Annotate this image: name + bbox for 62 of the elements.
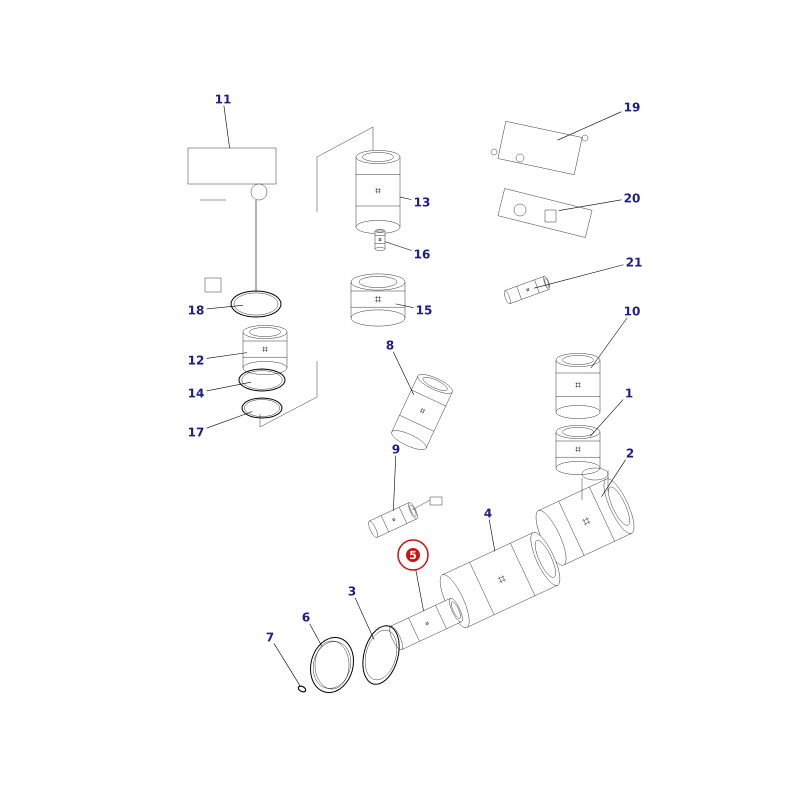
callout-number: 21 — [626, 258, 642, 266]
valve-drawing — [556, 425, 600, 475]
leader-line — [590, 399, 624, 437]
callout-number: 20 — [624, 193, 640, 203]
leader-line — [396, 304, 414, 308]
leader-line — [534, 264, 624, 288]
o-ring-drawing — [230, 290, 282, 318]
callout-number: 18 — [189, 305, 204, 315]
indicator-drawing — [556, 353, 600, 419]
ring-nut-drawing — [350, 274, 406, 326]
air-cleaner-housing-drawing — [536, 468, 634, 566]
callout-number: 19 — [625, 102, 640, 112]
cover-drawing — [310, 636, 354, 694]
leader-line — [558, 200, 622, 211]
leader-line — [384, 241, 412, 251]
outer-element-drawing — [440, 532, 560, 628]
sensor-drawing — [504, 276, 550, 304]
leader-line — [488, 519, 496, 552]
ring-drawing — [242, 398, 283, 418]
leader-line — [206, 352, 248, 359]
callout-number: 6 — [302, 612, 310, 622]
leader-line — [601, 459, 626, 497]
leader-line — [416, 570, 424, 612]
callout-number: 17 — [189, 428, 204, 436]
callout-number: 1 — [626, 388, 632, 398]
o-ring-drawing — [238, 368, 286, 392]
callout-number: 11 — [216, 94, 231, 104]
sensor-drawing — [368, 496, 442, 538]
leader-line — [206, 382, 252, 392]
callout-number: 4 — [484, 508, 492, 518]
leader-line — [392, 351, 414, 395]
callout-number: 2 — [626, 448, 634, 458]
callout-number: 16 — [415, 249, 430, 259]
leader-line — [590, 317, 628, 368]
leader-line — [309, 623, 322, 647]
clip-drawing — [298, 686, 306, 692]
leader-line — [206, 411, 253, 428]
o-ring-drawing — [362, 625, 400, 685]
callout-number: 15 — [417, 306, 432, 314]
leader-line — [206, 305, 244, 310]
plug-drawing — [242, 325, 288, 375]
filter-assembly-drawing — [188, 148, 276, 292]
callout-number: 9 — [392, 444, 400, 454]
callout-number: 13 — [415, 197, 430, 207]
callout-number: 14 — [189, 388, 204, 398]
leader-line — [354, 597, 374, 640]
leader-line — [393, 455, 396, 512]
filter-bowl-drawing — [356, 150, 400, 234]
callout-number: 8 — [386, 340, 394, 350]
callout-number: 3 — [348, 586, 356, 596]
leader-line — [399, 196, 412, 200]
callout-badge: 5 — [397, 539, 429, 571]
control-box-drawing — [490, 121, 588, 175]
leader-line — [557, 111, 622, 140]
leader-line — [224, 105, 230, 148]
callout-number: 10 — [625, 306, 640, 316]
leader-line — [274, 643, 301, 687]
callout-number: 7 — [266, 632, 274, 642]
callout-number: 12 — [189, 356, 204, 364]
drain-plug-drawing — [374, 229, 386, 251]
plate-drawing — [498, 188, 592, 238]
inner-element-drawing — [389, 598, 463, 650]
